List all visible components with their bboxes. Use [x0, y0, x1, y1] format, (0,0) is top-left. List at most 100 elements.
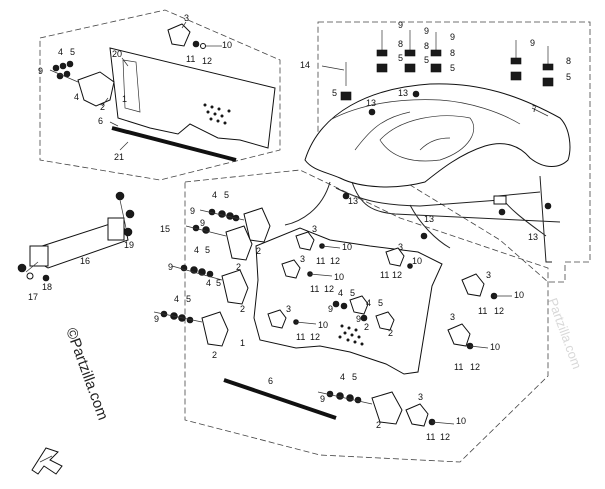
watermark-text: ©Partzilla.com	[62, 326, 111, 423]
callout-label: 17	[28, 292, 38, 302]
callout-label: 11	[296, 332, 305, 342]
frame-tubes	[284, 175, 561, 263]
callout-label: 15	[160, 224, 170, 234]
callout-label: 9	[168, 262, 173, 272]
callout-label: 8	[450, 48, 455, 58]
callout-label: 19	[124, 240, 134, 250]
callout-label: 3	[398, 242, 403, 252]
callout-label: 4	[212, 190, 217, 200]
main-panel-vent-pattern	[338, 324, 364, 346]
callout-label: 2	[364, 322, 369, 332]
callout-label: 5	[70, 47, 75, 57]
right-clip-stacks	[405, 273, 512, 427]
callout-label: 3	[300, 254, 305, 264]
callout-label: 9	[38, 66, 43, 76]
callout-label: 5	[398, 53, 403, 63]
callout-label: 11	[478, 306, 487, 316]
callout-label: 11	[186, 54, 195, 64]
callout-label: 9	[200, 218, 205, 228]
callout-label: 11	[380, 270, 389, 280]
callout-label: 11	[316, 256, 325, 266]
callout-label: 12	[310, 332, 320, 342]
callout-label: 5	[332, 88, 337, 98]
callout-label: 10	[412, 256, 422, 266]
callout-label: 9	[398, 20, 403, 30]
callout-label: 2	[376, 420, 381, 430]
callout-label: 4	[338, 288, 343, 298]
callout-label: 12	[440, 432, 450, 442]
callout-label: 20	[112, 49, 122, 59]
callout-label: 3	[286, 304, 291, 314]
callout-label: 5	[424, 55, 429, 65]
callout-label: 3	[312, 224, 317, 234]
callout-label: 9	[154, 314, 159, 324]
left-mount-assembly	[17, 191, 135, 282]
watermark-faint-text: Partzilla.com	[545, 296, 585, 371]
callout-label: 12	[202, 56, 212, 66]
callout-label: 5	[378, 298, 383, 308]
bracket-top-left	[77, 71, 115, 107]
callout-label: 10	[222, 40, 232, 50]
callout-label: 3	[418, 392, 423, 402]
callout-label: 5	[186, 294, 191, 304]
callout-label: 13	[528, 232, 538, 242]
callout-label: 6	[268, 376, 273, 386]
callout-label: 7	[532, 104, 537, 114]
callout-label: 3	[486, 270, 491, 280]
panel-clip-stacks	[267, 231, 413, 331]
callout-label: 4	[74, 92, 79, 102]
callout-label: 2	[240, 304, 245, 314]
callout-label: 5	[216, 278, 221, 288]
callout-label: 12	[330, 256, 340, 266]
callout-label: 13	[348, 196, 358, 206]
top-left-dashed-frame	[39, 9, 281, 181]
callout-label: 6	[98, 116, 103, 126]
callout-label: 3	[450, 312, 455, 322]
callout-label: 4	[366, 298, 371, 308]
callout-label: 1	[240, 338, 245, 348]
callout-label: 9	[190, 206, 195, 216]
callout-label: 2	[256, 246, 261, 256]
callout-label: 13	[398, 88, 408, 98]
left-bracket-stacks	[153, 207, 271, 347]
top-plate-vent-pattern	[203, 103, 231, 125]
callout-label: 11	[426, 432, 435, 442]
callout-label: 2	[100, 102, 105, 112]
callout-label: 10	[456, 416, 466, 426]
callout-label: 9	[320, 394, 325, 404]
clip-top-3	[167, 23, 191, 47]
callout-label: 4	[58, 47, 63, 57]
callout-label: 3	[184, 13, 189, 23]
seal-strip-bottom	[223, 378, 337, 420]
callout-label: 2	[236, 262, 241, 272]
callout-label: 8	[398, 39, 403, 49]
main-assembly	[153, 169, 549, 463]
callout-label: 11	[454, 362, 463, 372]
main-dashed-frame	[184, 169, 549, 463]
callout-label: 13	[366, 98, 376, 108]
callout-label: 9	[530, 38, 535, 48]
callout-label: 10	[490, 342, 500, 352]
callout-label: 14	[300, 60, 310, 70]
callout-label: 12	[470, 362, 480, 372]
callout-label: 5	[566, 72, 571, 82]
callout-label: 9	[450, 32, 455, 42]
callout-label: 4	[340, 372, 345, 382]
callout-label: 10	[334, 272, 344, 282]
bottom-bracket-stack	[317, 390, 403, 425]
callout-label: 16	[80, 256, 90, 266]
callout-label: 9	[356, 314, 361, 324]
callout-label: 10	[318, 320, 328, 330]
callout-label: 10	[514, 290, 524, 300]
callout-labels: 3 20 4 5 9 10 11 12 4 2 6 21 1 14 9 8 5 …	[28, 13, 571, 442]
callout-label: 9	[328, 304, 333, 314]
callout-label: 9	[424, 26, 429, 36]
callout-label: 11	[310, 284, 319, 294]
top-left-assembly	[39, 9, 281, 181]
callout-label: 4	[194, 245, 199, 255]
callout-label: 21	[114, 152, 124, 162]
callout-label: 5	[205, 245, 210, 255]
callout-label: 5	[350, 288, 355, 298]
callout-label: 5	[352, 372, 357, 382]
callout-label: 13	[424, 214, 434, 224]
